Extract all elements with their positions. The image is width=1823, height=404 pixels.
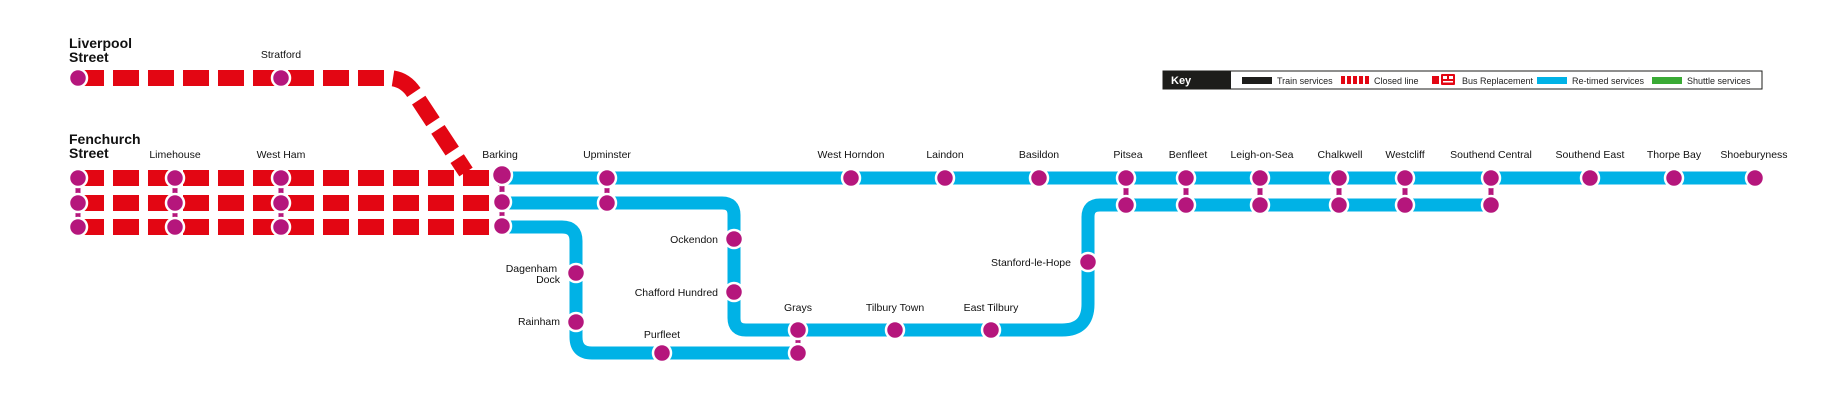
station-label-line: Dagenham [506, 263, 558, 275]
train-line-swatch [1242, 77, 1272, 84]
terminus-label-line: Liverpool [69, 35, 132, 51]
station-dot-southend-central [1480, 167, 1502, 189]
station-label-benfleet: Benfleet [1169, 149, 1208, 161]
station-dot-pitsea [1115, 167, 1137, 189]
station-dot-upminster [596, 192, 618, 214]
station-dot-west-ham [270, 167, 292, 189]
station-dot-fenchurch-street [67, 167, 89, 189]
station-dot-limehouse [164, 167, 186, 189]
station-label-westcliff: Westcliff [1385, 149, 1424, 161]
station-dot-barking [491, 215, 513, 237]
key-label-closed: Closed line [1374, 76, 1419, 86]
station-label-west-ham: West Ham [257, 149, 306, 161]
station-label-line: Dock [536, 274, 561, 286]
station-label-chafford-hundred: Chafford Hundred [635, 287, 718, 299]
station-dot-benfleet [1175, 194, 1197, 216]
terminus-labels: Liverpool Street Fenchurch Street [69, 35, 144, 161]
station-label-shoeburyness: Shoeburyness [1720, 149, 1787, 161]
station-dot-leigh-on-sea [1249, 194, 1271, 216]
station-dot-liverpool-street [67, 67, 89, 89]
station-dot-fenchurch-street [67, 216, 89, 238]
key-label-retimed: Re-timed services [1572, 76, 1645, 86]
station-labels: Stratford Limehouse West Ham Barking Upm… [149, 49, 1787, 341]
station-dot-barking [491, 191, 513, 213]
station-dot-east-tilbury [980, 319, 1002, 341]
retimed-rainham-line [502, 220, 798, 360]
retimed-line-swatch [1537, 77, 1567, 84]
station-label-southend-east: Southend East [1556, 149, 1625, 161]
closed-liverpool-street-line [78, 70, 473, 177]
station-dot-grays [787, 342, 809, 364]
station-dot-laindon [934, 167, 956, 189]
station-label-tilbury-town: Tilbury Town [866, 302, 925, 314]
station-dot-ockendon [723, 228, 745, 250]
station-dot-upminster [596, 167, 618, 189]
station-label-ockendon: Ockendon [670, 234, 718, 246]
station-label-chalkwell: Chalkwell [1318, 149, 1363, 161]
station-label-west-horndon: West Horndon [818, 149, 885, 161]
station-dot-stratford [270, 67, 292, 89]
station-label-rainham: Rainham [518, 316, 560, 328]
station-dot-shoeburyness [1744, 167, 1766, 189]
station-dot-barking [490, 163, 514, 187]
bus-icon [1432, 74, 1455, 85]
station-dot-chalkwell [1328, 167, 1350, 189]
terminus-label-line: Fenchurch [69, 131, 141, 147]
station-dot-limehouse [164, 216, 186, 238]
station-dot-chalkwell [1328, 194, 1350, 216]
station-dot-leigh-on-sea [1249, 167, 1271, 189]
station-label-grays: Grays [784, 302, 812, 314]
station-label-upminster: Upminster [583, 149, 631, 161]
station-dot-basildon [1028, 167, 1050, 189]
station-label-dagenham-dock: Dagenham Dock [506, 263, 561, 286]
station-label-limehouse: Limehouse [149, 149, 201, 161]
station-dot-west-ham [270, 192, 292, 214]
station-label-leigh-on-sea: Leigh-on-Sea [1230, 149, 1293, 161]
station-label-stanford-le-hope: Stanford-le-Hope [991, 257, 1071, 269]
station-dot-grays [787, 319, 809, 341]
station-dot-dagenham-dock [565, 262, 587, 284]
station-dot-stanford-le-hope [1077, 251, 1099, 273]
terminus-label-line: Street [69, 49, 109, 65]
station-dot-pitsea [1115, 194, 1137, 216]
station-dot-purfleet [651, 342, 673, 364]
station-dot-southend-central [1480, 194, 1502, 216]
station-dot-rainham [565, 311, 587, 333]
station-dot-westcliff [1394, 194, 1416, 216]
station-label-barking: Barking [482, 149, 518, 161]
station-dot-thorpe-bay [1663, 167, 1685, 189]
terminus-label-liverpool-street: Liverpool Street [69, 35, 136, 65]
station-dot-tilbury-town [884, 319, 906, 341]
terminus-label-line: Street [69, 145, 109, 161]
station-label-stratford: Stratford [261, 49, 301, 61]
station-dot-limehouse [164, 192, 186, 214]
station-label-east-tilbury: East Tilbury [964, 302, 1020, 314]
key-label-train: Train services [1277, 76, 1333, 86]
key-label-shuttle: Shuttle services [1687, 76, 1751, 86]
station-dot-west-ham [270, 216, 292, 238]
station-label-pitsea: Pitsea [1113, 149, 1142, 161]
station-label-thorpe-bay: Thorpe Bay [1647, 149, 1702, 161]
key-header [1163, 71, 1231, 89]
station-dot-west-horndon [840, 167, 862, 189]
station-dot-chafford-hundred [723, 281, 745, 303]
station-dots [67, 67, 1766, 364]
terminus-label-fenchurch-street: Fenchurch Street [69, 131, 144, 161]
key-title: Key [1171, 75, 1192, 87]
station-dot-southend-east [1579, 167, 1601, 189]
key-label-bus: Bus Replacement [1462, 76, 1534, 86]
shuttle-line-swatch [1652, 77, 1682, 84]
station-label-purfleet: Purfleet [644, 329, 680, 341]
map-key: Key Train services Closed line Bus Repla… [1162, 70, 1763, 90]
closed-line-swatch [1341, 76, 1369, 84]
station-label-basildon: Basildon [1019, 149, 1059, 161]
station-dot-westcliff [1394, 167, 1416, 189]
station-dot-fenchurch-street [67, 192, 89, 214]
station-label-southend-central: Southend Central [1450, 149, 1532, 161]
station-label-laindon: Laindon [926, 149, 964, 161]
station-dot-benfleet [1175, 167, 1197, 189]
